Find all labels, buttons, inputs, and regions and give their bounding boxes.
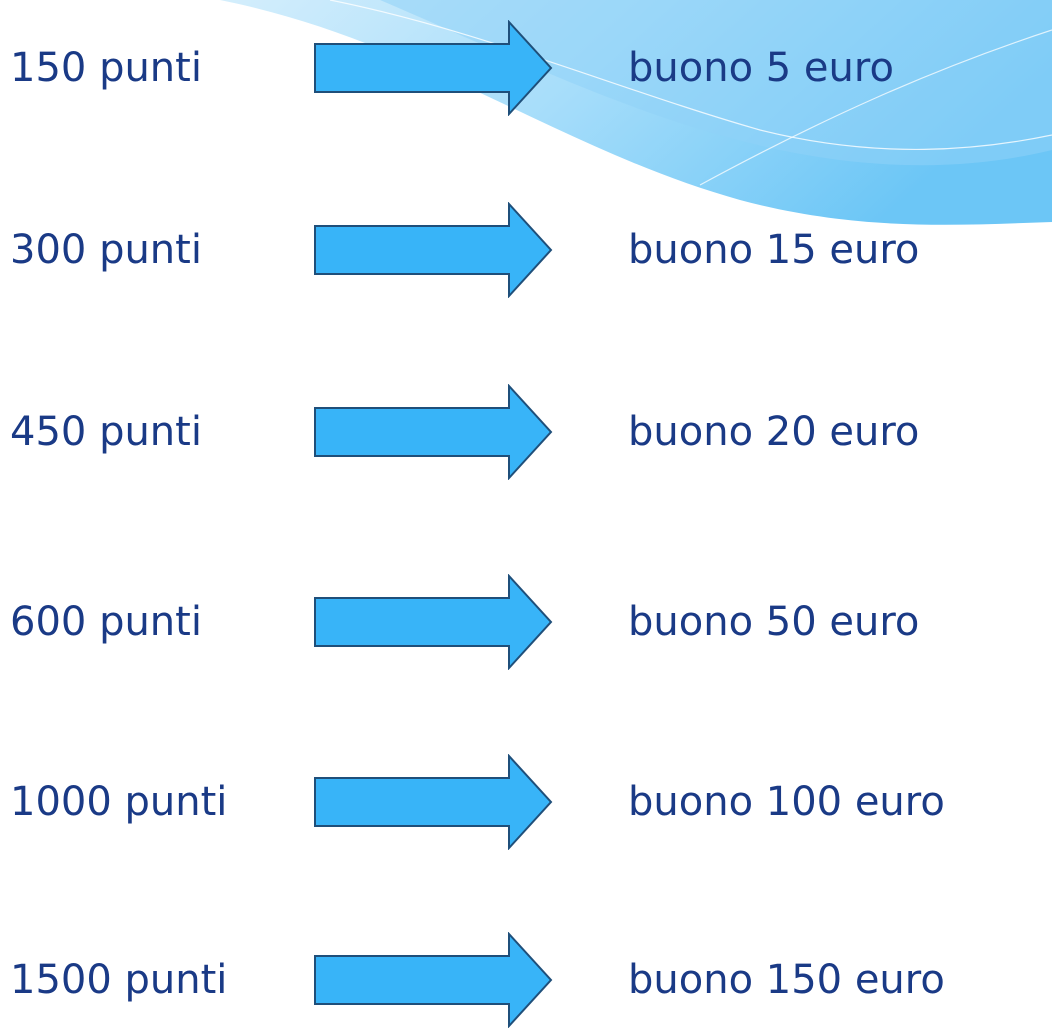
points-label: 150 punti [10, 45, 202, 91]
arrow-right-icon [314, 202, 553, 298]
arrow-right-icon [314, 574, 553, 670]
reward-row: 450 punti buono 20 euro [0, 382, 1052, 482]
reward-label: buono 20 euro [628, 409, 920, 455]
arrow-right-icon [314, 384, 553, 480]
reward-row: 1000 punti buono 100 euro [0, 752, 1052, 852]
points-label: 600 punti [10, 599, 202, 645]
points-label: 300 punti [10, 227, 202, 273]
reward-label: buono 50 euro [628, 599, 920, 645]
arrow-right-icon [314, 754, 553, 850]
reward-label: buono 100 euro [628, 779, 945, 825]
arrow-right-icon [314, 932, 553, 1028]
reward-label: buono 5 euro [628, 45, 894, 91]
points-label: 1000 punti [10, 779, 228, 825]
reward-row: 150 punti buono 5 euro [0, 18, 1052, 118]
arrow-right-icon [314, 20, 553, 116]
points-label: 450 punti [10, 409, 202, 455]
reward-label: buono 15 euro [628, 227, 920, 273]
reward-row: 1500 punti buono 150 euro [0, 930, 1052, 1029]
reward-row: 600 punti buono 50 euro [0, 572, 1052, 672]
reward-label: buono 150 euro [628, 957, 945, 1003]
points-label: 1500 punti [10, 957, 228, 1003]
reward-row: 300 punti buono 15 euro [0, 200, 1052, 300]
